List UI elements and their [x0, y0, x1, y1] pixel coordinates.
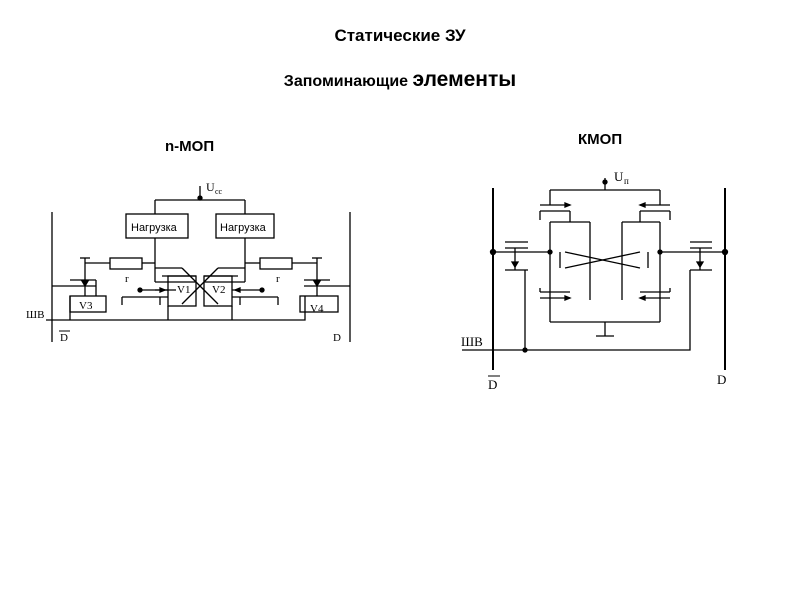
page-subtitle: Запоминающие элементы — [0, 68, 800, 92]
nmos-dbar-label: D — [60, 332, 68, 344]
cmos-d-label: D — [717, 372, 726, 387]
cmos-dbar-label: D — [488, 377, 497, 392]
nmos-v1-label: V1 — [177, 284, 190, 296]
nmos-labels: U cc Нагрузка Нагрузка r r V1 V2 V3 V4 Ш… — [26, 180, 341, 344]
nmos-load-right-label: Нагрузка — [220, 222, 267, 234]
nmos-cross-2 — [181, 267, 219, 305]
nmos-d-label: D — [333, 332, 341, 344]
nmos-supply-sub: cc — [215, 187, 223, 196]
nmos-load-left-label: Нагрузка — [131, 222, 178, 234]
nmos-v3-box — [69, 295, 107, 313]
nmos-supply-label: U — [206, 180, 215, 194]
cmos-word-line — [462, 270, 691, 351]
page-title: Статические ЗУ — [334, 26, 466, 45]
cmos-circuit — [462, 178, 729, 370]
nmos-heading: n-МОП — [165, 138, 215, 155]
cmos-bus-label: ШВ — [461, 334, 483, 349]
subtitle-part1: Запоминающие — [283, 73, 413, 90]
nmos-resistor-left — [109, 257, 143, 270]
nmos-v2-label: V2 — [212, 284, 225, 296]
nmos-circuit — [46, 186, 351, 342]
nmos-r-right: r — [276, 273, 280, 285]
cmos-supply-label: U — [614, 169, 624, 184]
nmos-v3-label: V3 — [79, 300, 93, 312]
nmos-v1-box — [167, 275, 197, 307]
cmos-labels: U п ШВ D D — [461, 169, 726, 392]
nmos-resistor-right — [259, 257, 293, 270]
nmos-r-left: r — [125, 273, 129, 285]
nmos-v2-box — [203, 275, 233, 307]
nmos-v4-label: V4 — [310, 303, 324, 315]
subtitle-part2: элементы — [412, 68, 517, 91]
nmos-load-left — [125, 213, 189, 239]
nmos-word-line — [46, 296, 306, 321]
nmos-v4-box — [299, 295, 339, 313]
cmos-heading: КМОП — [578, 131, 623, 148]
cmos-supply-sub: п — [624, 176, 629, 186]
nmos-bus-label: ШВ — [26, 309, 44, 321]
